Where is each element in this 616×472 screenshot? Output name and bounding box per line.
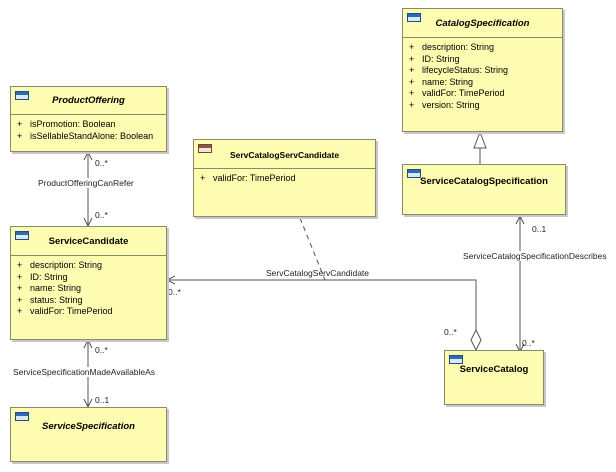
attribute-row: +version: String: [409, 99, 480, 110]
class-service-candidate[interactable]: ServiceCandidate +description: String +I…: [10, 226, 167, 340]
candidate-mult: 0..*: [168, 287, 181, 297]
attribute-row: +lifecycleStatus: String: [409, 65, 509, 75]
offering-mult-top: 0..*: [95, 158, 108, 168]
attribute-list: +description: String +ID: String +lifecy…: [403, 38, 562, 111]
attribute-row: +validFor: TimePeriod: [17, 306, 113, 316]
attribute-row: +name: String: [409, 76, 474, 87]
class-name: ServCatalogServCandidate: [229, 150, 340, 160]
attribute-list: +isPromotion: Boolean +isSellableStandAl…: [11, 115, 166, 142]
uml-class-icon: [15, 91, 29, 100]
made-available-mult-top: 0..*: [95, 345, 108, 355]
offering-mult-bottom: 0..*: [95, 210, 108, 220]
made-available-mult-bottom: 0..1: [95, 395, 110, 405]
class-name: CatalogSpecification: [435, 18, 530, 29]
spec-describes-mult-top: 0..1: [532, 224, 547, 234]
attribute-row: +status: String: [17, 294, 83, 305]
attribute-list: +validFor: TimePeriod: [194, 169, 375, 185]
class-name: ServiceCatalog: [459, 364, 529, 375]
catalog-aggregation-mult: 0..*: [444, 327, 457, 337]
attribute-row: +ID: String: [17, 271, 68, 282]
class-name: ServiceCandidate: [48, 236, 129, 247]
class-name: ProductOffering: [52, 95, 125, 106]
uml-class-icon: [407, 13, 421, 22]
attribute-row: +description: String: [17, 260, 103, 270]
attribute-row: +description: String: [409, 42, 495, 52]
serv-catalog-serv-candidate-line: [167, 279, 477, 330]
association-class-dashed-line: [299, 217, 326, 281]
uml-class-icon: [15, 231, 29, 240]
made-available-arrowhead-top: [83, 338, 93, 349]
class-name: ServiceCatalogSpecification: [420, 176, 548, 187]
class-service-catalog-specification[interactable]: ServiceCatalogSpecification: [402, 164, 566, 215]
generalization-triangle: [473, 130, 487, 149]
offering-arrowhead-top: [83, 150, 93, 161]
spec-describes-mult-bottom: 0..*: [522, 338, 535, 348]
class-service-catalog[interactable]: ServiceCatalog: [444, 350, 544, 405]
attribute-row: +ID: String: [409, 53, 460, 64]
uml-class-icon: [407, 169, 421, 178]
aggregation-diamond: [470, 328, 482, 352]
attribute-row: +name: String: [17, 283, 82, 293]
attribute-row: +isPromotion: Boolean: [17, 119, 116, 129]
attribute-row: +validFor: TimePeriod: [200, 173, 296, 183]
made-available-as-label: ServiceSpecificationMadeAvailableAs: [13, 367, 156, 377]
spec-describes-label: ServiceCatalogSpecificationDescribes: [463, 251, 607, 261]
attribute-list: +description: String +ID: String +name: …: [11, 256, 166, 318]
candidate-arrowhead: [165, 275, 176, 285]
class-product-offering[interactable]: ProductOffering +isPromotion: Boolean +i…: [10, 86, 167, 152]
spec-describes-arrowhead-top: [515, 214, 525, 225]
offering-can-refer-label: ProductOfferingCanRefer: [38, 178, 134, 188]
association-class-serv-catalog-serv-candidate[interactable]: ServCatalogServCandidate +validFor: Time…: [193, 139, 376, 217]
attribute-row: +validFor: TimePeriod: [409, 88, 505, 98]
class-name: ServiceSpecification: [42, 421, 135, 432]
class-service-specification[interactable]: ServiceSpecification: [10, 407, 167, 462]
uml-class-icon: [449, 355, 463, 364]
attribute-row: +isSellableStandAlone: Boolean: [17, 130, 154, 141]
class-catalog-specification[interactable]: CatalogSpecification +description: Strin…: [402, 8, 563, 132]
uml-class-icon: [15, 412, 29, 421]
serv-catalog-serv-candidate-label: ServCatalogServCandidate: [266, 268, 370, 278]
uml-association-class-icon: [198, 144, 212, 153]
